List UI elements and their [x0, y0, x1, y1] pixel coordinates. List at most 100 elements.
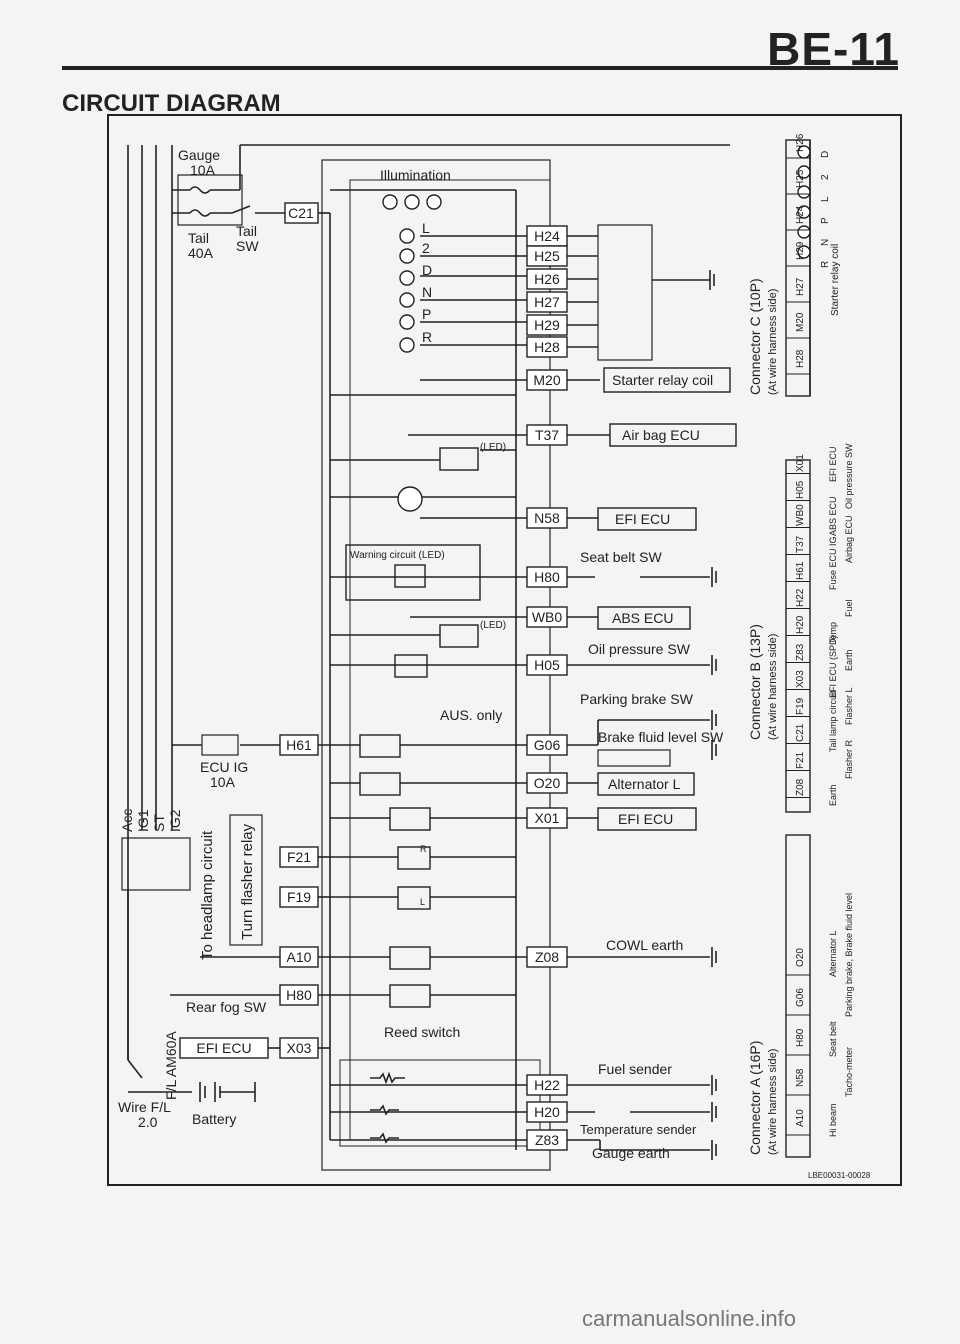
terminal-box [526, 507, 568, 529]
svg-text:ABS ECU: ABS ECU [612, 610, 673, 626]
shift-mark: P [820, 217, 831, 224]
svg-text:Turn flasher relay: Turn flasher relay [239, 823, 256, 940]
efi-ecu-box-2 [597, 807, 697, 831]
svg-text:A10: A10 [287, 949, 312, 965]
terminal-box [526, 1074, 568, 1096]
terminal-label: H20 [534, 1104, 560, 1120]
terminal-box [526, 772, 568, 794]
shift-switch-box [597, 224, 653, 361]
terminal-box [526, 1101, 568, 1123]
pin-function-label: Airbag ECU [844, 515, 854, 563]
meter-lamps [382, 145, 811, 512]
svg-text:EFI ECU: EFI ECU [618, 811, 673, 827]
svg-text:R: R [420, 844, 427, 854]
terminal-label: N58 [534, 510, 560, 526]
svg-text:(At wire harness side): (At wire harness side) [767, 289, 779, 395]
terminal-label: H27 [534, 294, 560, 310]
pin-function-label: Tacho-meter [844, 1047, 854, 1097]
terminal-box [526, 369, 568, 391]
pin-function-label: Hi beam [828, 1103, 838, 1137]
svg-text:X03: X03 [287, 1040, 312, 1056]
pin-label: G06 [795, 988, 806, 1007]
svg-text:Warning circuit (LED): Warning circuit (LED) [350, 550, 445, 561]
svg-text:P: P [422, 306, 431, 322]
earth-symbols [711, 567, 717, 1160]
pin-function-label: Fuel [844, 599, 854, 617]
svg-text:Illumination: Illumination [380, 167, 451, 183]
svg-text:L: L [420, 897, 425, 907]
svg-text:F19: F19 [287, 889, 311, 905]
pin-function-label: Flasher L [844, 687, 854, 725]
terminal-label: H25 [534, 248, 560, 264]
svg-text:Acc: Acc [119, 809, 135, 832]
pin-label: X01 [795, 454, 806, 472]
terminal-label: Z83 [535, 1132, 559, 1148]
svg-text:IG1: IG1 [135, 809, 151, 832]
svg-text:SW: SW [236, 238, 259, 254]
pin-label: O20 [795, 948, 806, 967]
starter-relay-coil-box [603, 367, 731, 393]
efi-ecu-box [597, 507, 697, 531]
diagram-frame [107, 114, 902, 1186]
svg-text:Air bag ECU: Air bag ECU [622, 427, 700, 443]
svg-text:2: 2 [422, 240, 430, 256]
svg-text:Wire F/L: Wire F/L [118, 1099, 171, 1115]
terminal-label: H05 [534, 657, 560, 673]
pin-function-label: ABS ECU [828, 496, 838, 536]
pin-label: H28 [795, 349, 806, 368]
svg-text:EFI ECU: EFI ECU [196, 1040, 251, 1056]
shift-mark: 2 [820, 174, 831, 180]
pin-function-label: EFI ECU [828, 446, 838, 482]
alternator-l-box [597, 772, 695, 796]
terminal-label: M20 [533, 372, 560, 388]
terminal-label: H24 [534, 228, 560, 244]
svg-text:To headlamp circuit: To headlamp circuit [199, 830, 216, 960]
terminal-box [526, 807, 568, 829]
meter-icon-boxes [345, 447, 481, 1008]
diagram-title: CIRCUIT DIAGRAM [62, 90, 281, 117]
terminal-label: H22 [534, 1077, 560, 1093]
svg-text:(At wire harness side): (At wire harness side) [767, 1049, 779, 1155]
pin-label: H22 [795, 588, 806, 607]
ecu-ig-fuse [201, 734, 239, 756]
svg-text:H61: H61 [286, 737, 312, 753]
svg-text:10A: 10A [210, 774, 236, 790]
pin-function-label: Earth [828, 784, 838, 806]
terminal-label: X01 [535, 810, 560, 826]
svg-text:40A: 40A [188, 245, 214, 261]
pin-label: H24 [795, 205, 806, 224]
pin-label: F21 [795, 751, 806, 769]
right-terminals: H24H25H26H27H29H28M20T37N58H80WB0H05G06O… [526, 225, 568, 1151]
svg-text:LBE00031-00028: LBE00031-00028 [808, 1171, 871, 1180]
svg-text:Starter relay coil: Starter relay coil [612, 372, 713, 388]
svg-text:Connector B (13P): Connector B (13P) [747, 624, 763, 740]
pin-label: Z08 [795, 778, 806, 796]
pin-label: H05 [795, 480, 806, 499]
pin-label: H29 [795, 241, 806, 260]
svg-text:F21: F21 [287, 849, 311, 865]
terminal-box [526, 606, 568, 628]
svg-text:COWL earth: COWL earth [606, 937, 683, 953]
pin-label: H25 [795, 169, 806, 188]
terminal-box [526, 245, 568, 267]
terminal-label: G06 [534, 737, 561, 753]
pin-function-label: Fuse ECU IG [828, 536, 838, 590]
gauge-circuit-box [339, 1059, 541, 1147]
terminal-label: H29 [534, 317, 560, 333]
terminal-box [526, 268, 568, 290]
svg-text:Oil pressure SW: Oil pressure SW [588, 641, 691, 657]
svg-text:Battery: Battery [192, 1111, 236, 1127]
terminal-box [526, 946, 568, 968]
pin-function-label: Temp [828, 622, 838, 644]
svg-text:Gauge: Gauge [178, 147, 220, 163]
pin-label: X03 [795, 670, 806, 688]
pin-function-label: EFI ECU (SPD) [828, 635, 838, 698]
terminal-box [526, 566, 568, 588]
svg-text:ECU IG: ECU IG [200, 759, 248, 775]
svg-text:Temperature sender: Temperature sender [580, 1122, 697, 1137]
svg-text:R: R [422, 329, 432, 345]
svg-text:ST: ST [151, 814, 167, 832]
terminal-label: H26 [534, 271, 560, 287]
meter-inner-box [349, 179, 551, 1141]
